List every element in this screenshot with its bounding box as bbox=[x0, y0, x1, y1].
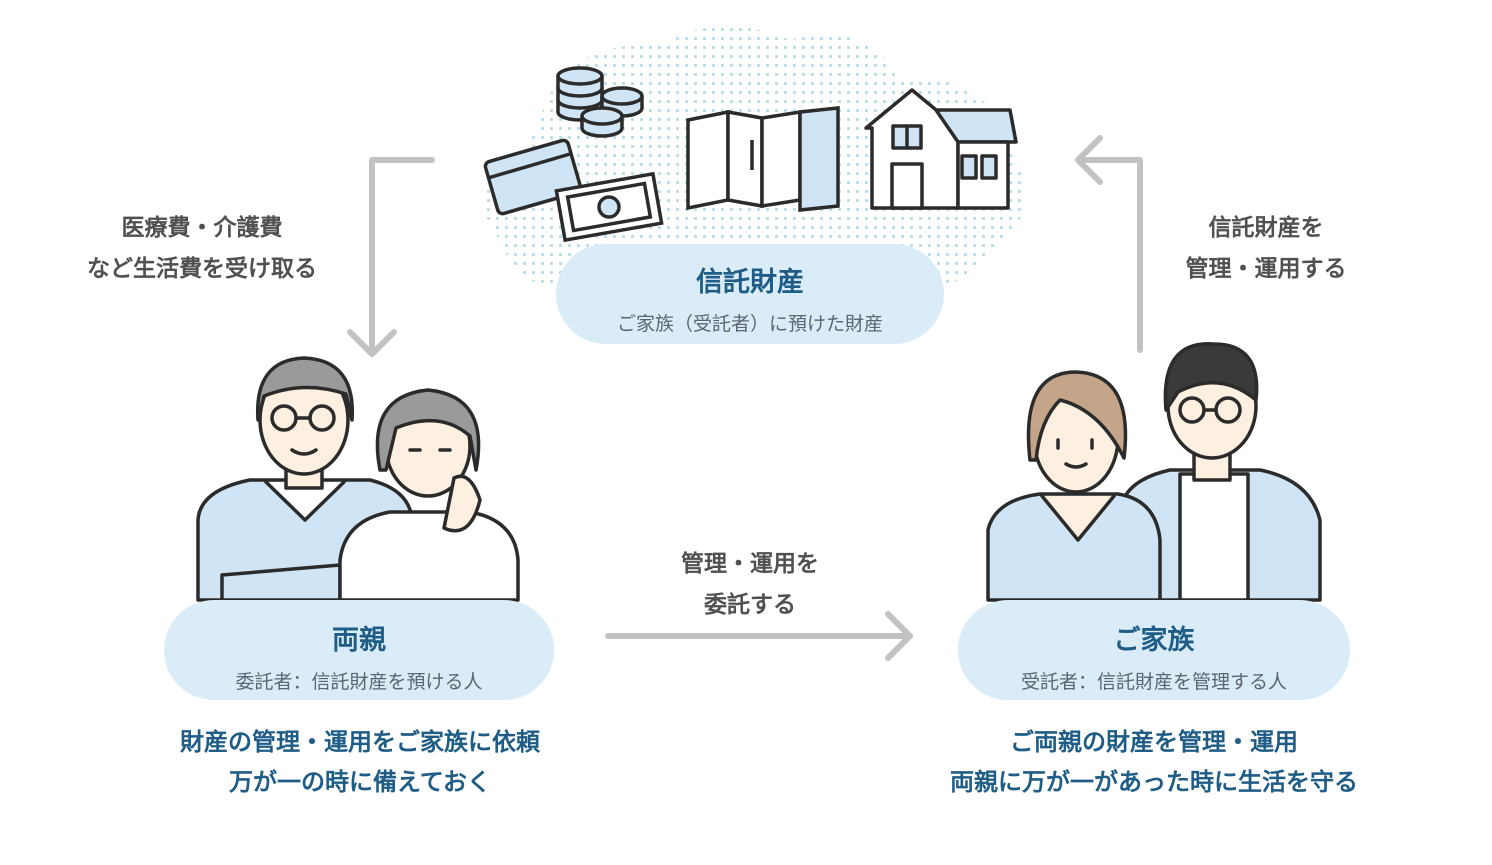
family-title: ご家族 bbox=[1113, 625, 1195, 656]
right-arrow-label-line1: 信託財産を bbox=[1208, 215, 1324, 241]
grandfather-body bbox=[196, 478, 414, 602]
family-description-line1: ご両親の財産を管理・運用 bbox=[1010, 728, 1298, 756]
land-map-icon bbox=[686, 106, 840, 212]
family-card: ご家族 受託者：信託財産を管理する人 bbox=[958, 600, 1350, 700]
parents-subtitle: 委託者：信託財産を預ける人 bbox=[235, 671, 483, 693]
parents-card: 両親 委託者：信託財産を預ける人 bbox=[164, 600, 554, 700]
trust-property-card: 信託財産 ご家族（受託者）に預けた財産 bbox=[556, 244, 944, 344]
family-description-line2: 両親に万が一があった時に生活を守る bbox=[950, 768, 1358, 796]
parents-description: 財産の管理・運用をご家族に依頼 万が一の時に備えておく bbox=[120, 722, 600, 802]
grandfather-face bbox=[258, 364, 350, 476]
left-arrow-label-line1: 医療費・介護費 bbox=[121, 215, 283, 241]
grandmother-hair bbox=[375, 388, 481, 472]
banknote-icon bbox=[554, 171, 664, 243]
left-arrow-label: 医療費・介護費 など生活費を受け取る bbox=[40, 208, 364, 290]
left-arrow-label-line2: など生活費を受け取る bbox=[87, 256, 317, 282]
son-face bbox=[1166, 352, 1258, 460]
son-body bbox=[1118, 468, 1322, 602]
grandmother-body bbox=[338, 510, 520, 602]
bottom-arrow-label-line1: 管理・運用を bbox=[681, 551, 819, 577]
family-subtitle: 受託者：信託財産を管理する人 bbox=[1020, 671, 1287, 693]
daughter-body bbox=[986, 492, 1162, 602]
trust-property-subtitle: ご家族（受託者）に預けた財産 bbox=[616, 313, 883, 335]
daughter-hair bbox=[1026, 370, 1128, 462]
parents-description-line2: 万が一の時に備えておく bbox=[228, 768, 492, 796]
arrow-up-right bbox=[1075, 135, 1143, 353]
grandmother-face bbox=[384, 394, 472, 498]
grandfather-hair bbox=[255, 356, 355, 422]
parents-title: 両親 bbox=[332, 625, 386, 656]
bottom-arrow-label-line2: 委託する bbox=[704, 592, 796, 618]
trust-property-title: 信託財産 bbox=[696, 267, 804, 298]
daughter-face bbox=[1032, 382, 1120, 494]
right-arrow-label: 信託財産を 管理・運用する bbox=[1134, 208, 1398, 290]
right-arrow-label-line2: 管理・運用する bbox=[1185, 256, 1347, 282]
family-description: ご両親の財産を管理・運用 両親に万が一があった時に生活を守る bbox=[904, 722, 1404, 802]
coin-stack-icon bbox=[556, 66, 644, 138]
bottom-arrow-label: 管理・運用を 委託する bbox=[620, 544, 880, 626]
house-icon bbox=[864, 88, 1018, 210]
son-hair bbox=[1163, 342, 1259, 412]
parents-description-line1: 財産の管理・運用をご家族に依頼 bbox=[180, 728, 540, 756]
credit-card-icon bbox=[483, 138, 583, 216]
